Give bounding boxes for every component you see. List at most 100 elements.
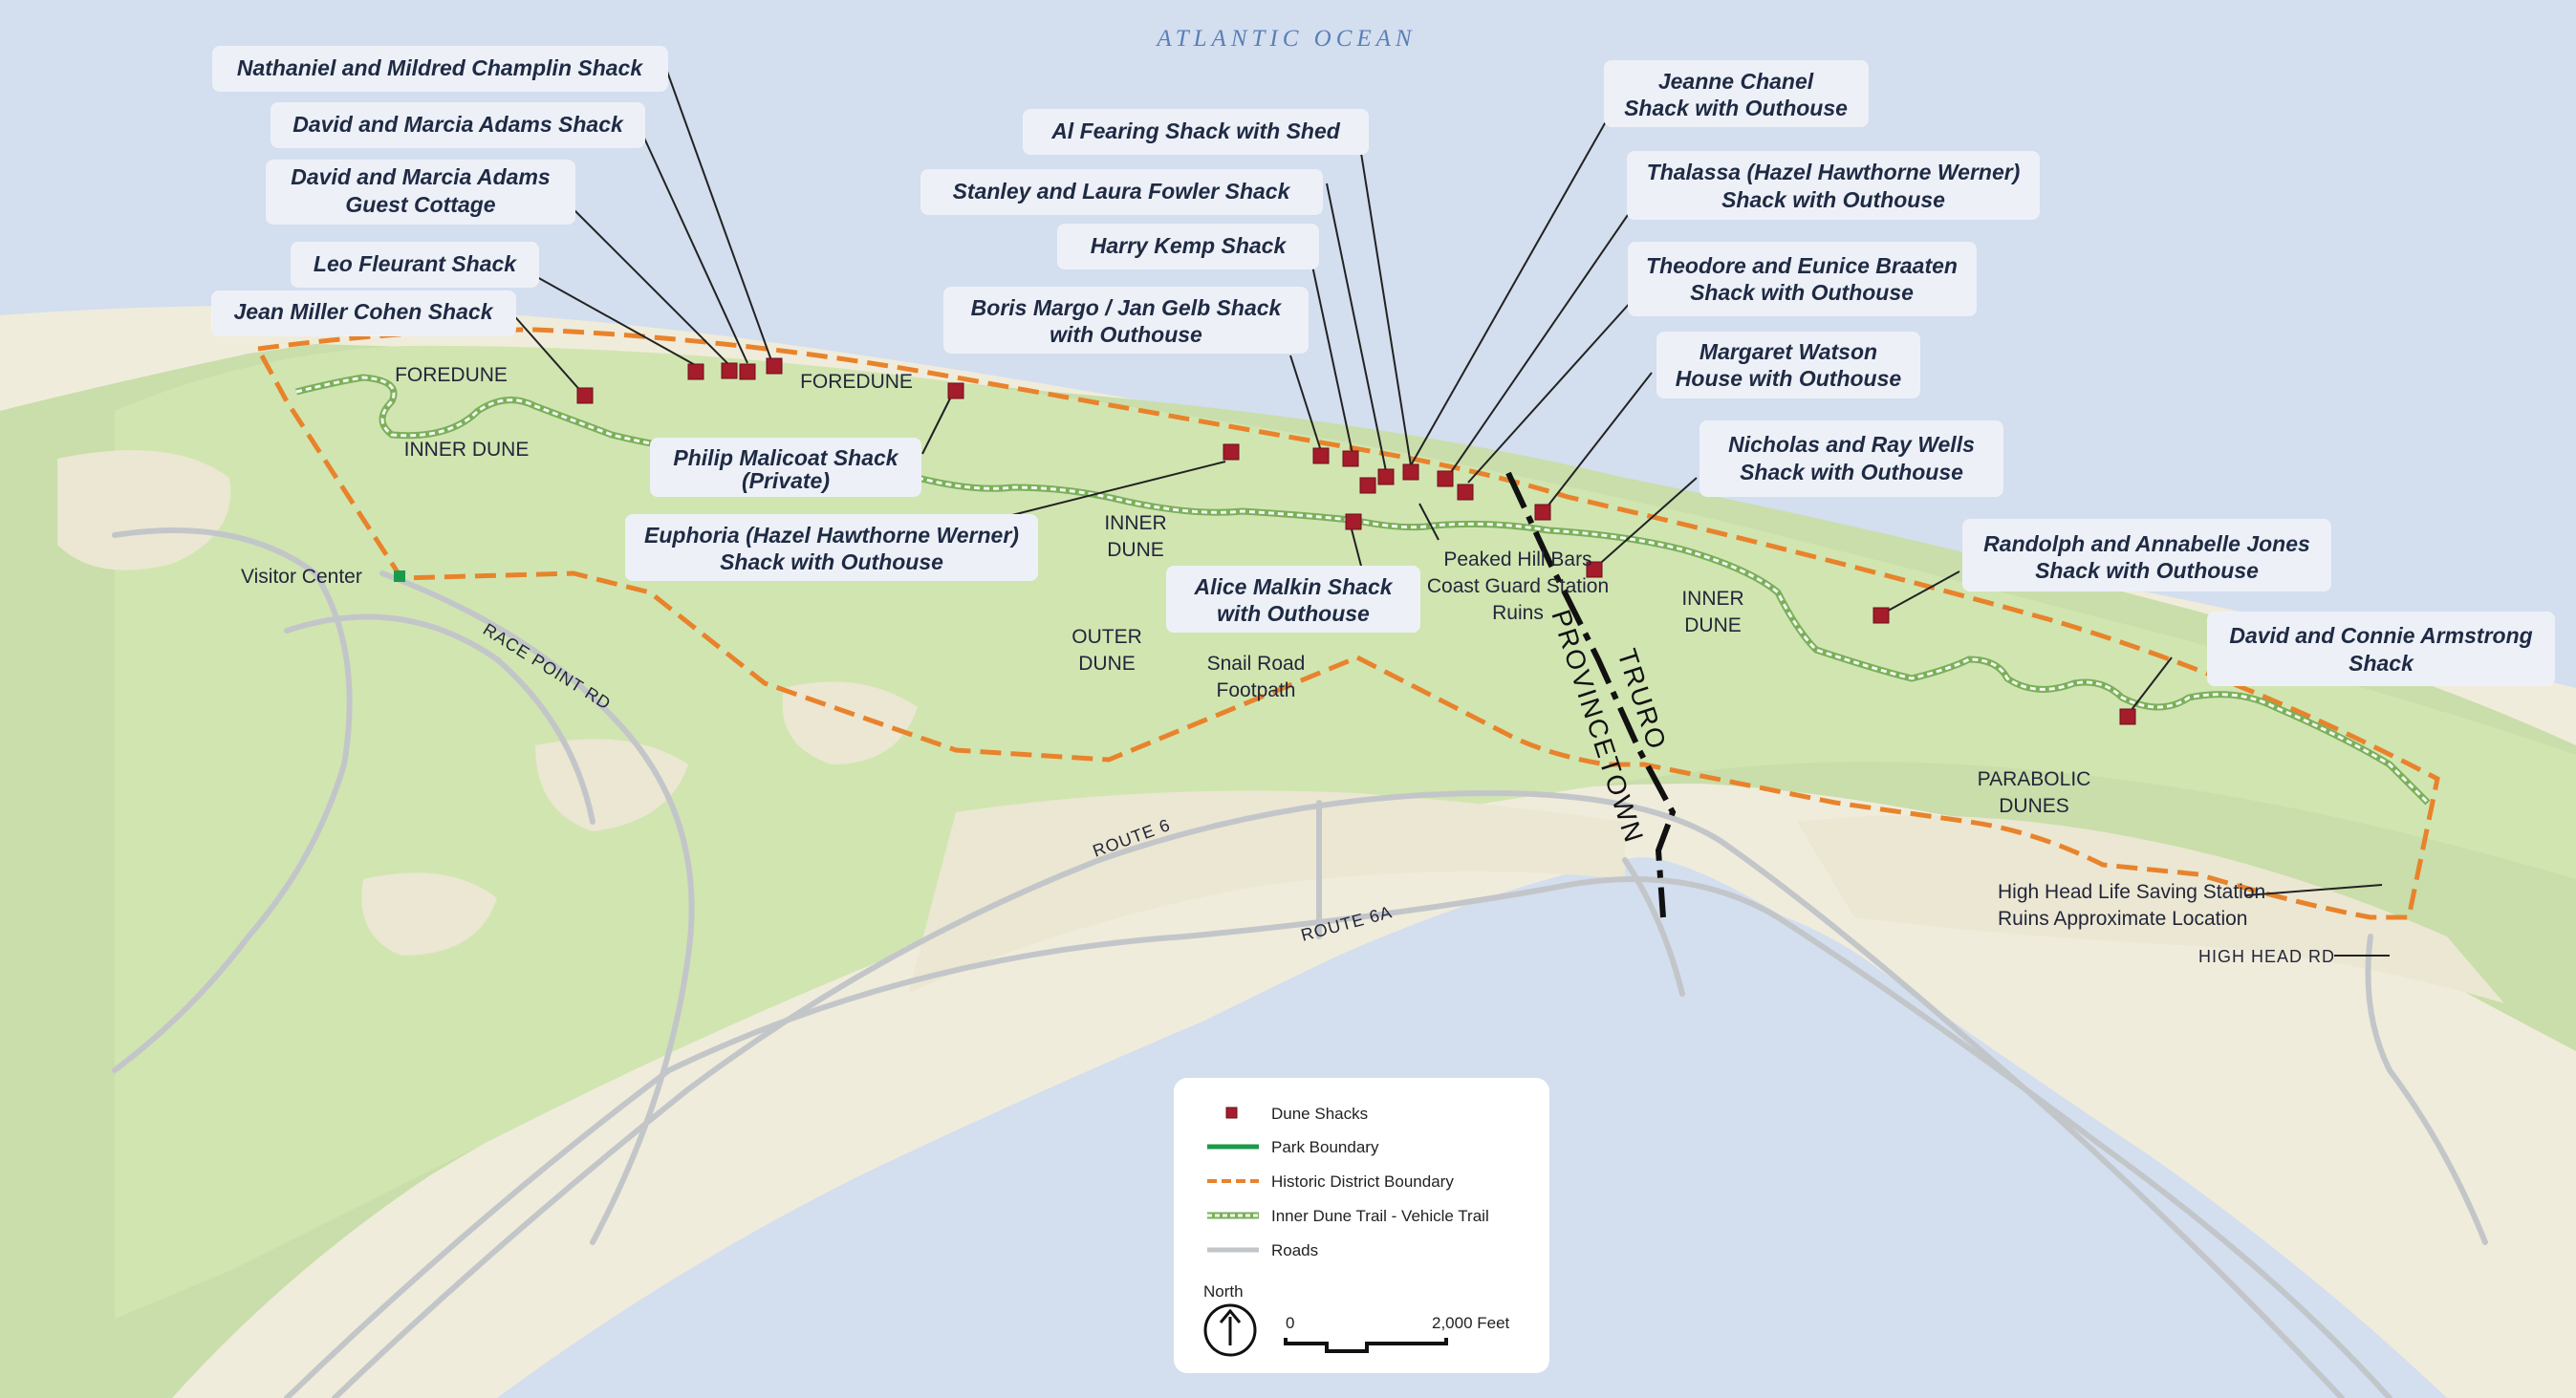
label-adams[interactable]: David and Marcia Adams Shack	[292, 112, 624, 137]
sand-patch	[1797, 815, 2504, 1003]
label-braaten-2[interactable]: Shack with Outhouse	[1690, 280, 1914, 305]
scale-end-label: 2,000 Feet	[1432, 1314, 1510, 1332]
shack-marker-fleurant[interactable]	[687, 363, 704, 380]
scale-start-label: 0	[1286, 1314, 1294, 1332]
label-chanel-2[interactable]: Shack with Outhouse	[1624, 96, 1848, 120]
inner-dune-mid-label-1: INNER	[1104, 512, 1166, 534]
label-malicoat-2[interactable]: (Private)	[742, 468, 830, 493]
legend-roads-label: Roads	[1271, 1241, 1318, 1259]
label-braaten-1[interactable]: Theodore and Eunice Braaten	[1646, 253, 1958, 278]
label-malkin-1[interactable]: Alice Malkin Shack	[1193, 574, 1393, 599]
shack-label-boxes	[211, 46, 2555, 686]
label-fearing[interactable]: Al Fearing Shack with Shed	[1050, 118, 1341, 143]
shack-marker-kemp[interactable]	[1312, 447, 1330, 464]
scale-bar	[1284, 1338, 1448, 1353]
label-jones-1[interactable]: Randolph and Annabelle Jones	[1983, 531, 2310, 556]
peaked-hill-label-3: Ruins	[1492, 602, 1544, 624]
label-malicoat-1[interactable]: Philip Malicoat Shack	[673, 445, 898, 470]
shack-marker-armstrong[interactable]	[2119, 708, 2136, 725]
shack-marker-braaten[interactable]	[1457, 484, 1474, 501]
leader-lines	[509, 68, 2390, 957]
inner-dune-east-label-2: DUNE	[1684, 614, 1742, 636]
shack-markers	[576, 357, 2136, 725]
snail-road-label-1: Snail Road	[1207, 653, 1306, 675]
label-euphoria-2[interactable]: Shack with Outhouse	[720, 549, 943, 574]
shack-marker-wells[interactable]	[1586, 561, 1603, 578]
shack-marker-malicoat-east[interactable]	[1223, 443, 1240, 461]
town-boundary-line	[1505, 471, 1677, 918]
high-head-road	[2365, 934, 2488, 1245]
label-adams-guest-1[interactable]: David and Marcia Adams	[291, 164, 550, 189]
route-6a-road	[284, 876, 2392, 1398]
label-adams-guest-2[interactable]: Guest Cottage	[345, 192, 495, 217]
shack-marker-nathaniel[interactable]	[766, 357, 783, 375]
legend-trail-label: Inner Dune Trail - Vehicle Trail	[1271, 1207, 1489, 1225]
outer-dune-label-2: DUNE	[1078, 653, 1136, 675]
label-kemp[interactable]: Harry Kemp Shack	[1091, 233, 1288, 258]
shack-marker-adams-guest[interactable]	[721, 362, 738, 379]
sand-patch	[57, 450, 231, 570]
label-thalassa-1[interactable]: Thalassa (Hazel Hawthorne Werner)	[1647, 160, 2021, 184]
legend-park-boundary-label: Park Boundary	[1271, 1138, 1379, 1156]
route-6-road	[332, 789, 2345, 1398]
high-head-station-label-1: High Head Life Saving Station	[1998, 881, 2265, 903]
label-cohen[interactable]: Jean Miller Cohen Shack	[234, 299, 494, 324]
inner-dune-trail-inner	[295, 376, 2430, 805]
label-malkin-2[interactable]: with Outhouse	[1217, 601, 1370, 626]
dune-land	[115, 345, 2576, 1319]
label-fowler[interactable]: Stanley and Laura Fowler Shack	[953, 179, 1291, 204]
sand-patch	[908, 790, 1625, 994]
local-road	[112, 527, 353, 1073]
inner-dune-east-label-1: INNER	[1681, 588, 1743, 610]
legend-shack-swatch	[1225, 1107, 1238, 1119]
legend-shacks-label: Dune Shacks	[1271, 1105, 1368, 1123]
inner-dune-west-label: INNER DUNE	[404, 439, 530, 461]
shack-marker-jones[interactable]	[1872, 607, 1890, 624]
visitor-center-label[interactable]: Visitor Center	[241, 566, 362, 588]
shack-marker-adams[interactable]	[739, 363, 756, 380]
label-wells-2[interactable]: Shack with Outhouse	[1740, 460, 1963, 484]
peaked-hill-label-1: Peaked Hill Bars	[1443, 548, 1591, 570]
foredune-mid-label: FOREDUNE	[800, 371, 913, 393]
label-margo-2[interactable]: with Outhouse	[1050, 322, 1202, 347]
label-chanel-1[interactable]: Jeanne Chanel	[1658, 69, 1814, 94]
ocean-label: ATLANTIC OCEAN	[1155, 26, 1416, 52]
high-head-road-label: HIGH HEAD RD	[2198, 947, 2335, 966]
label-fleurant[interactable]: Leo Fleurant Shack	[314, 251, 517, 276]
shack-marker-cohen[interactable]	[576, 387, 594, 404]
legend-panel	[1174, 1078, 1549, 1373]
parabolic-dunes-label-1: PARABOLIC	[1978, 768, 2091, 790]
foredune-west-label: FOREDUNE	[395, 364, 508, 386]
sand-patch	[361, 872, 497, 956]
shack-marker-fearing[interactable]	[1377, 468, 1395, 485]
shack-marker-chanel[interactable]	[1402, 463, 1419, 481]
label-euphoria-1[interactable]: Euphoria (Hazel Hawthorne Werner)	[644, 523, 1019, 548]
label-watson-2[interactable]: House with Outhouse	[1676, 366, 1902, 391]
label-armstrong-2[interactable]: Shack	[2349, 651, 2414, 676]
legend-district-label: Historic District Boundary	[1271, 1172, 1454, 1191]
north-label: North	[1203, 1282, 1244, 1301]
local-road	[1622, 857, 1685, 997]
shack-marker-thalassa[interactable]	[1437, 470, 1454, 487]
north-arrow-icon	[1203, 1303, 1257, 1357]
label-jones-2[interactable]: Shack with Outhouse	[2035, 558, 2259, 583]
visitor-center-marker[interactable]	[394, 570, 405, 582]
race-point-road	[379, 570, 695, 1245]
inner-dune-mid-label-2: DUNE	[1107, 539, 1164, 561]
legend: Dune Shacks Park Boundary Historic Distr…	[1174, 1078, 1549, 1373]
area-labels: ATLANTIC OCEAN FOREDUNE FOREDUNE INNER D…	[241, 26, 2265, 930]
local-road	[284, 613, 595, 825]
shack-marker-fowler[interactable]	[1342, 450, 1359, 467]
shack-marker-malkin[interactable]	[1345, 513, 1362, 530]
label-margo-1[interactable]: Boris Margo / Jan Gelb Shack	[971, 295, 1283, 320]
label-wells-1[interactable]: Nicholas and Ray Wells	[1728, 432, 1975, 457]
label-thalassa-2[interactable]: Shack with Outhouse	[1721, 187, 1945, 212]
label-armstrong-1[interactable]: David and Connie Armstrong	[2229, 623, 2532, 648]
shack-marker-watson[interactable]	[1534, 504, 1551, 521]
label-watson-1[interactable]: Margaret Watson	[1699, 339, 1877, 364]
label-nathaniel[interactable]: Nathaniel and Mildred Champlin Shack	[237, 55, 644, 80]
shack-marker-malkin-north[interactable]	[1359, 477, 1376, 494]
parabolic-dunes-label-2: DUNES	[1999, 795, 2069, 817]
shack-marker-margo[interactable]	[947, 382, 964, 399]
